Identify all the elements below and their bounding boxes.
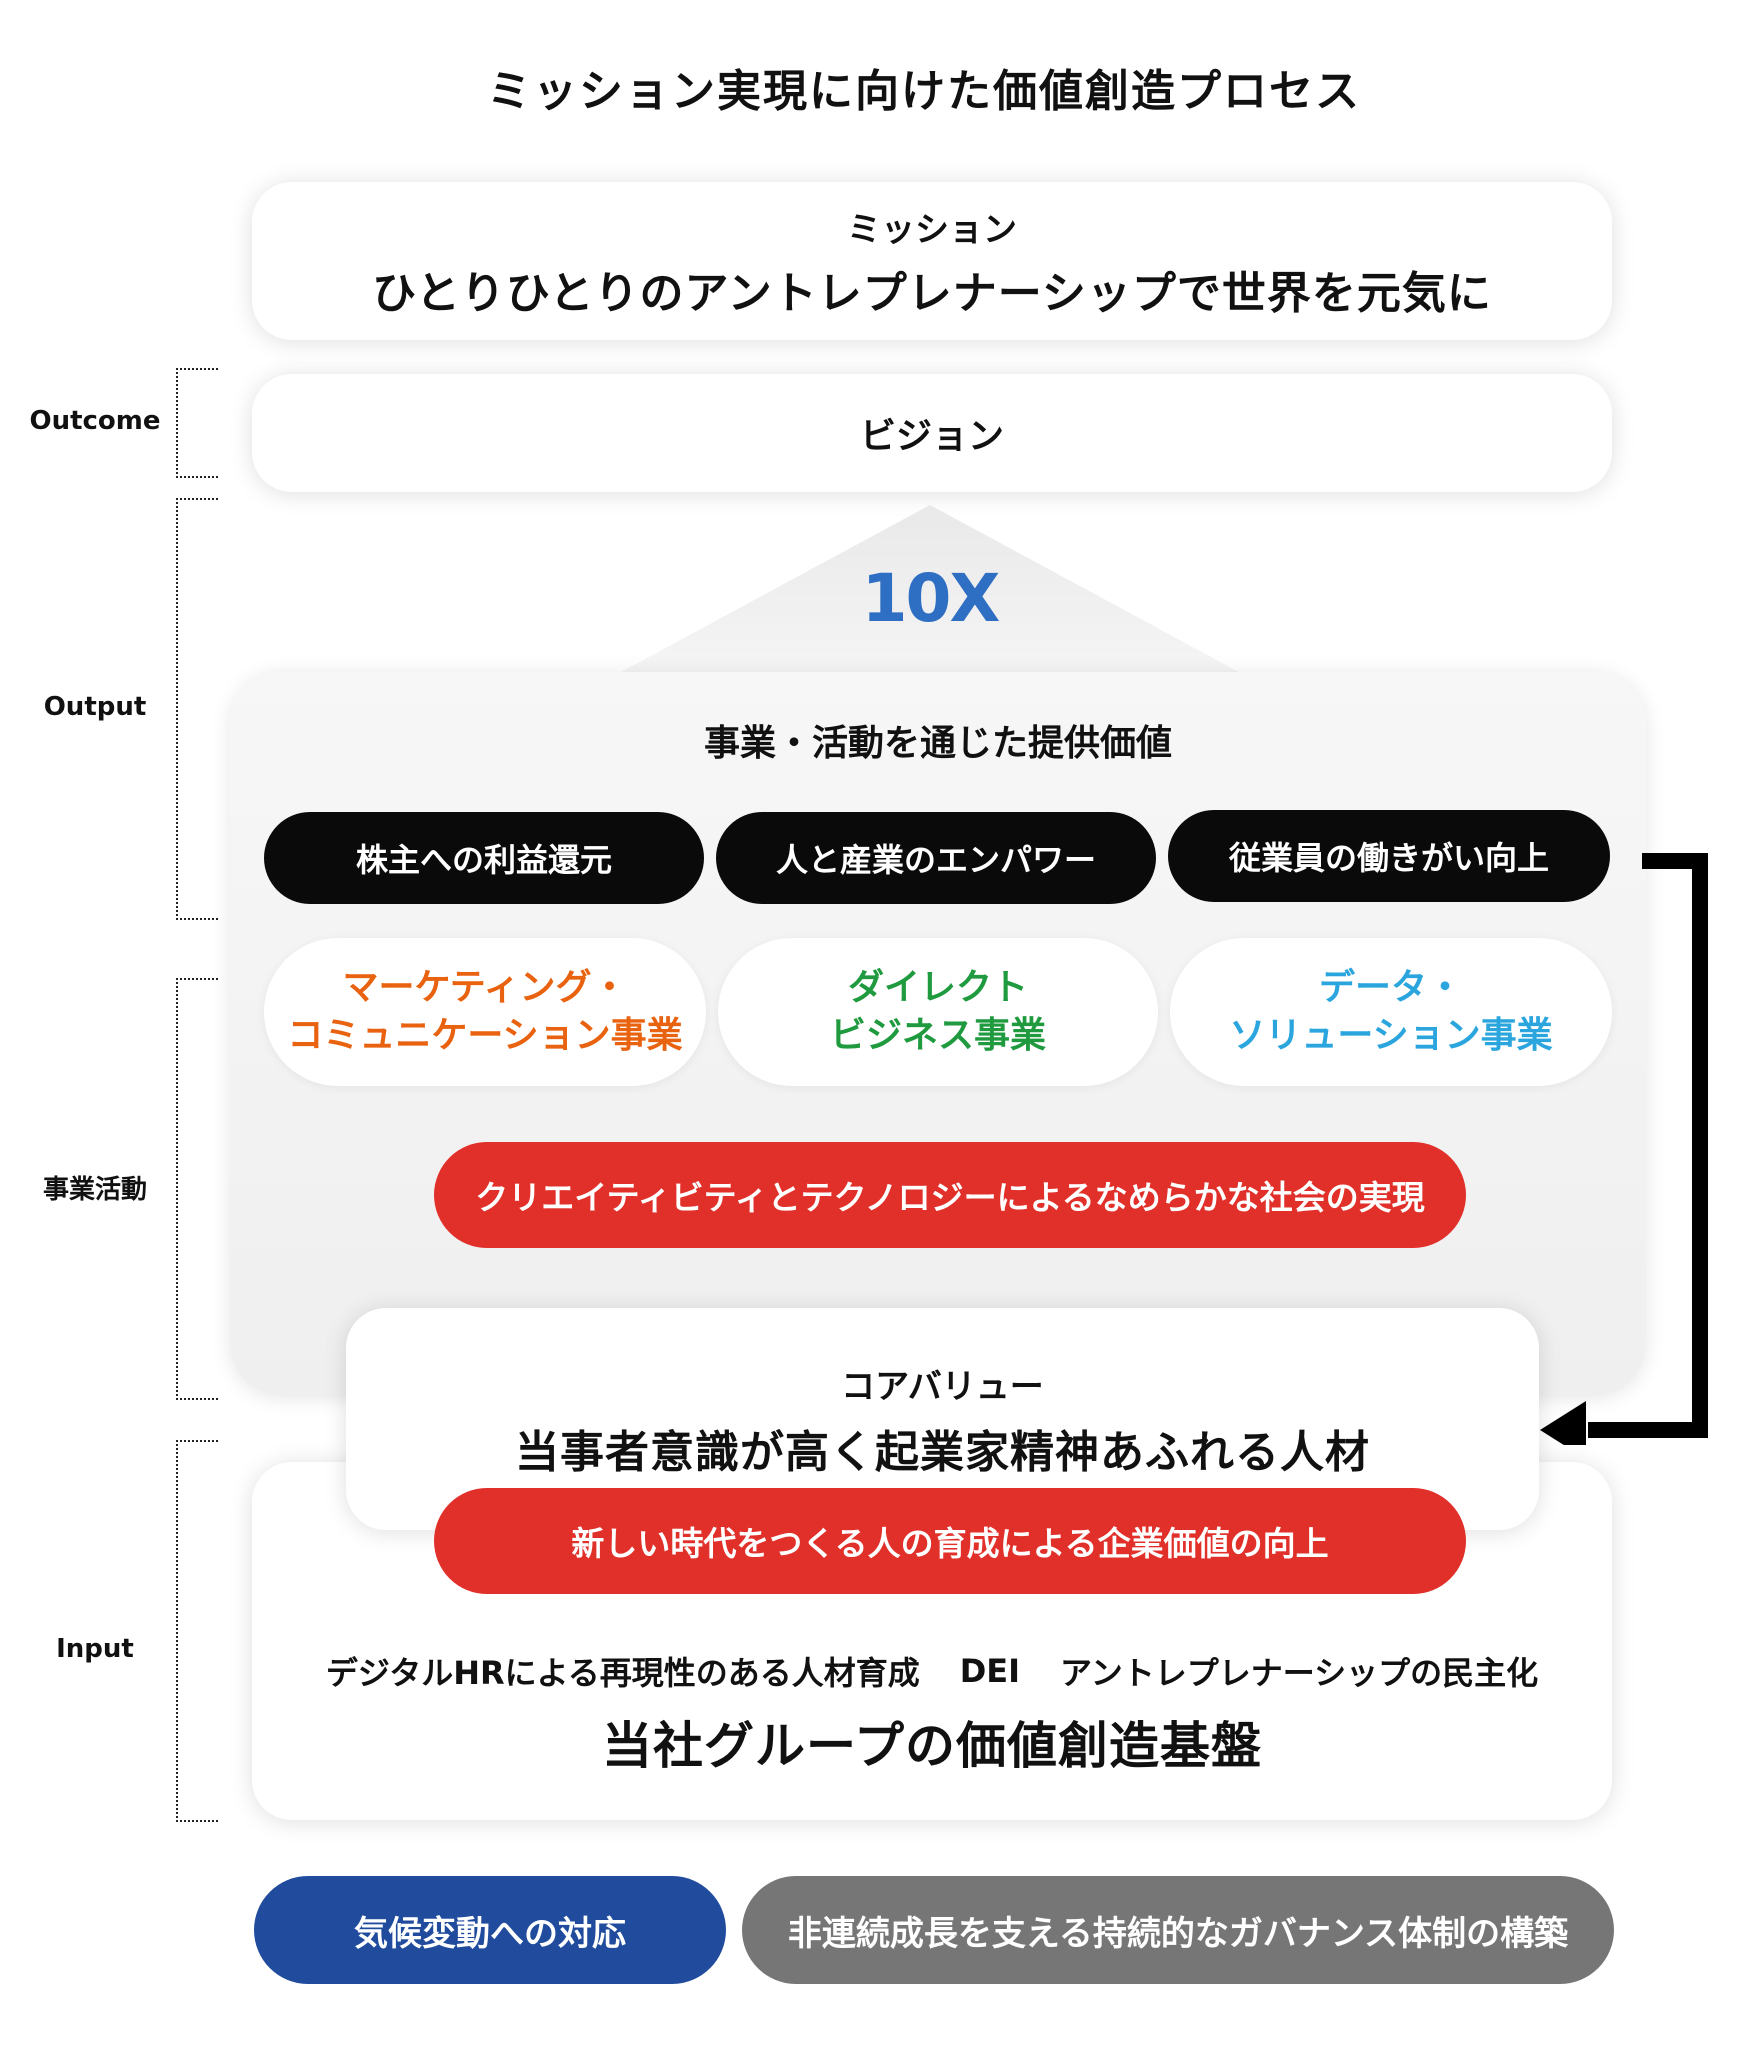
value-pill-shareholder: 株主への利益還元	[264, 812, 704, 904]
society-pill: クリエイティビティとテクノロジーによるなめらかな社会の実現	[434, 1142, 1466, 1248]
business-data: データ・ ソリューション事業	[1170, 938, 1612, 1086]
base-item-digital-hr: デジタルHRによる再現性のある人材育成	[325, 1654, 920, 1692]
value-pill-employee: 従業員の働きがい向上	[1168, 810, 1610, 902]
mission-card: ミッション ひとりひとりのアントレプレナーシップで世界を元気に	[252, 182, 1612, 340]
value-pill-empower: 人と産業のエンパワー	[716, 812, 1156, 904]
enterprise-value-pill: 新しい時代をつくる人の育成による企業価値の向上	[434, 1488, 1466, 1594]
business-marketing-line1: マーケティング・	[342, 967, 628, 1008]
mission-subtitle: ミッション	[847, 209, 1017, 250]
business-direct: ダイレクト ビジネス事業	[718, 938, 1158, 1086]
base-title: 当社グループの価値創造基盤	[602, 1717, 1262, 1775]
outcome-bracket	[176, 368, 218, 478]
output-bracket	[176, 498, 218, 920]
page-title: ミッション実現に向けた価値創造プロセス	[487, 66, 1361, 117]
feedback-arrow-icon	[1540, 853, 1708, 1445]
input-bracket	[176, 1440, 218, 1822]
base-items: デジタルHRによる再現性のある人材育成 DEI アントレプレナーシップの民主化	[252, 1648, 1612, 1694]
outcome-label: Outcome	[29, 406, 161, 436]
business-marketing: マーケティング・ コミュニケーション事業	[264, 938, 706, 1086]
business-marketing-line2: コミュニケーション事業	[287, 1015, 683, 1056]
growth-triangle-shape	[560, 505, 1300, 705]
business-direct-line1: ダイレクト	[847, 967, 1028, 1008]
business-direct-line2: ビジネス事業	[829, 1015, 1046, 1056]
mission-statement: ひとりひとりのアントレプレナーシップで世界を元気に	[372, 267, 1492, 319]
climate-pill: 気候変動への対応	[254, 1876, 726, 1984]
business-data-line2: ソリューション事業	[1229, 1015, 1553, 1056]
core-value-subtitle: コアバリュー	[841, 1366, 1044, 1407]
output-label: Output	[43, 692, 147, 722]
business-data-line1: データ・	[1318, 967, 1463, 1008]
vision-card: ビジョン	[252, 374, 1612, 492]
vision-label: ビジョン	[859, 416, 1004, 457]
business-bracket	[176, 978, 218, 1400]
base-item-dei: DEI	[959, 1652, 1021, 1690]
tenx-label: 10X	[861, 560, 1001, 637]
output-title: 事業・活動を通じた提供価値	[703, 723, 1172, 764]
page-title-wrap: ミッション実現に向けた価値創造プロセス	[0, 55, 1760, 119]
core-value-statement: 当事者意識が高く起業家精神あふれる人材	[515, 1426, 1370, 1478]
governance-pill: 非連続成長を支える持続的なガバナンス体制の構築	[742, 1876, 1614, 1984]
base-item-entrepreneurship: アントレプレナーシップの民主化	[1060, 1654, 1539, 1692]
input-label: Input	[56, 1634, 134, 1664]
business-label: 事業活動	[42, 1174, 147, 1205]
